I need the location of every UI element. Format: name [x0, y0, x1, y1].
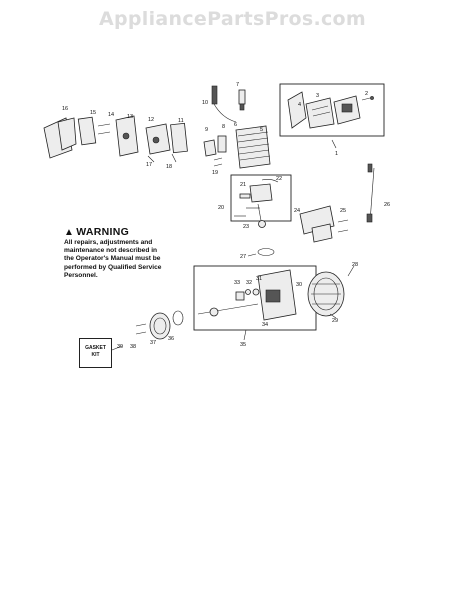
- group-box-1: [279, 83, 385, 137]
- warning-line: performed by Qualified Service: [64, 263, 162, 271]
- gasket-kit-box: GASKET KIT: [79, 338, 112, 368]
- part-8-gasket: [217, 135, 227, 153]
- callout-12: 12: [148, 117, 154, 123]
- callout-13: 13: [127, 114, 133, 120]
- callout-25: 25: [340, 208, 346, 214]
- leader-lines: [111, 139, 337, 351]
- callout-33: 33: [234, 280, 240, 286]
- warning-line: the Operator's Manual must be: [64, 255, 161, 263]
- callout-4: 4: [298, 102, 301, 108]
- warning-body: All repairs, adjustments and maintenance…: [64, 239, 182, 280]
- callout-27: 27: [240, 254, 246, 260]
- callout-labels: 1 2 3 4 5 6 7 8 9 10 11 12 13 14 15 16 1…: [62, 82, 390, 350]
- callout-35: 35: [240, 342, 246, 348]
- part-22-ring: [261, 179, 279, 183]
- part-12-carburetor: [145, 123, 171, 155]
- callout-16: 16: [62, 106, 68, 112]
- callout-8: 8: [222, 124, 225, 130]
- part-crankshaft: [197, 303, 259, 317]
- callout-6: 6: [234, 122, 237, 128]
- part-23-rod: [257, 203, 266, 228]
- callout-9: 9: [205, 127, 208, 133]
- callout-17: 17: [146, 162, 152, 168]
- part-30-32-parts: [235, 288, 260, 301]
- group-box-35: [193, 265, 317, 331]
- part-24-coil: [299, 205, 335, 243]
- warning-line: All repairs, adjustments and: [64, 239, 153, 246]
- callout-14: 14: [108, 112, 114, 118]
- part-17-18: [147, 153, 177, 163]
- part-19-screws: [213, 157, 223, 167]
- warning-line: Personnel.: [64, 271, 98, 279]
- callout-32: 32: [246, 280, 252, 286]
- callout-15: 15: [90, 110, 96, 116]
- callout-5: 5: [260, 127, 263, 133]
- part-36-washer: [172, 310, 184, 326]
- part-14-screws: [97, 123, 111, 135]
- part-28-nut: [347, 265, 355, 277]
- callout-11: 11: [178, 118, 184, 124]
- callout-37: 37: [150, 340, 156, 346]
- part-7-spark-plug: [238, 89, 246, 111]
- part-11-gasket: [170, 122, 188, 154]
- part-pin: [239, 193, 251, 199]
- part-4-bracket: [287, 91, 307, 129]
- gasket-kit-number: 39: [117, 344, 124, 350]
- callout-10: 10: [202, 100, 208, 106]
- part-3-muffler: [305, 97, 335, 129]
- part-9-intake: [203, 139, 217, 157]
- callout-18: 18: [166, 164, 172, 170]
- part-25-screws: [337, 219, 349, 233]
- callout-23: 23: [243, 224, 249, 230]
- part-13-base: [115, 115, 139, 157]
- part-10-wire: [211, 85, 237, 123]
- part-15-filter: [77, 116, 97, 146]
- callout-36: 36: [168, 336, 174, 342]
- part-muffler-cover: [333, 95, 361, 125]
- callout-22: 22: [276, 176, 282, 182]
- part-21-piston: [249, 183, 273, 203]
- callout-38: 38: [130, 344, 136, 350]
- callout-1: 1: [335, 151, 338, 157]
- callout-20: 20: [218, 205, 224, 211]
- callout-28: 28: [352, 262, 358, 268]
- part-38-screws: [135, 323, 147, 335]
- part-16-air-cover: [43, 117, 77, 159]
- part-6-cylinder: [235, 125, 271, 169]
- warning-notice: ▲WARNING All repairs, adjustments and ma…: [64, 226, 182, 280]
- warning-line: maintenance not described in: [64, 247, 158, 255]
- callout-30: 30: [296, 282, 302, 288]
- warning-triangle-icon: ▲: [64, 227, 75, 238]
- part-2-screw: [361, 96, 374, 101]
- callout-3: 3: [316, 93, 319, 99]
- part-27-oring: [257, 248, 275, 256]
- callout-21: 21: [240, 182, 246, 188]
- part-34-crankcase: [257, 269, 297, 321]
- callout-31: 31: [256, 276, 262, 282]
- callout-24: 24: [294, 208, 300, 214]
- callout-19: 19: [212, 170, 218, 176]
- watermark: AppliancePartsPros.com: [98, 8, 366, 30]
- callout-7: 7: [236, 82, 239, 88]
- part-26-wire: [366, 163, 375, 223]
- callout-2: 2: [365, 91, 368, 97]
- callout-34: 34: [262, 322, 268, 328]
- callout-26: 26: [384, 202, 390, 208]
- callout-29: 29: [332, 318, 338, 324]
- part-37-starter: [149, 312, 171, 340]
- warning-title: ▲WARNING: [64, 226, 130, 238]
- part-29-flywheel: [307, 271, 345, 317]
